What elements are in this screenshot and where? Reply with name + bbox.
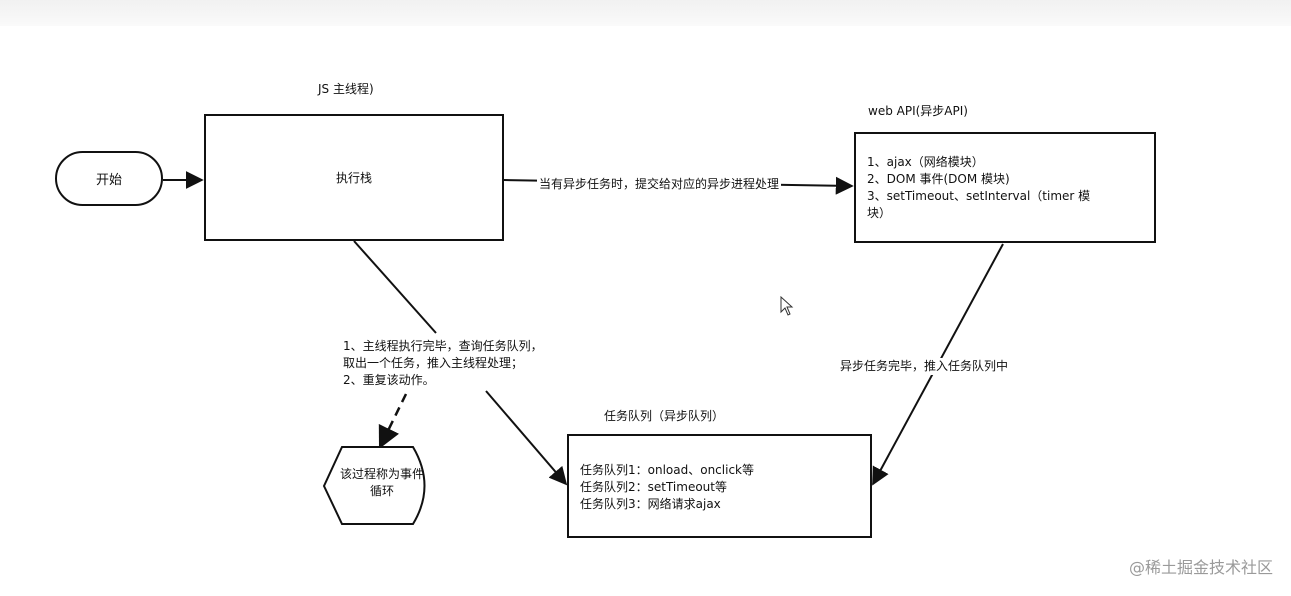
start-node: 开始	[55, 151, 163, 206]
start-label: 开始	[95, 173, 122, 188]
exec-stack-box: 执行栈	[204, 114, 504, 241]
loop-step: 1、主线程执行完毕，查询任务队列，	[343, 339, 543, 353]
task-queue-item: 任务队列3：网络请求ajax	[580, 497, 721, 511]
mouse-cursor-icon	[780, 296, 794, 316]
line-stack-to-loop	[353, 240, 437, 334]
loop-steps: 1、主线程执行完毕，查询任务队列， 取出一个任务，推入主线程处理； 2、重复该动…	[343, 338, 543, 389]
webapi-item: 3、setTimeout、setInterval（timer 模	[867, 189, 1091, 203]
dashed-arrow-to-event-loop	[378, 393, 408, 450]
async-submit-label: 当有异步任务时，提交给对应的异步进程处理	[537, 176, 782, 193]
top-bar	[0, 0, 1291, 26]
loop-step: 取出一个任务，推入主线程处理；	[343, 356, 524, 370]
webapi-item: 1、ajax（网络模块）	[867, 155, 984, 169]
task-queue-item: 任务队列1：onload、onclick等	[580, 463, 754, 477]
task-queue-item: 任务队列2：setTimeout等	[580, 480, 727, 494]
event-loop-shape	[322, 446, 426, 525]
loop-step: 2、重复该动作。	[343, 373, 435, 387]
event-loop-label: 该过程称为事件循环	[339, 467, 424, 498]
webapi-title: web API(异步API)	[868, 104, 968, 118]
webapi-item: 块）	[867, 206, 892, 220]
task-queue-box: 任务队列1：onload、onclick等 任务队列2：setTimeout等 …	[567, 434, 872, 538]
webapi-item: 2、DOM 事件(DOM 模块)	[867, 172, 1010, 186]
watermark: @稀土掘金技术社区	[1128, 558, 1273, 577]
webapi-box: 1、ajax（网络模块） 2、DOM 事件(DOM 模块) 3、setTimeo…	[854, 132, 1156, 243]
task-queue-title: 任务队列（异步队列）	[604, 409, 725, 423]
arrow-loop-to-queue	[485, 390, 568, 486]
main-thread-title: JS 主线程)	[318, 82, 374, 96]
async-done-label: 异步任务完毕，推入任务队列中	[838, 358, 1011, 375]
exec-stack-label: 执行栈	[335, 171, 372, 185]
